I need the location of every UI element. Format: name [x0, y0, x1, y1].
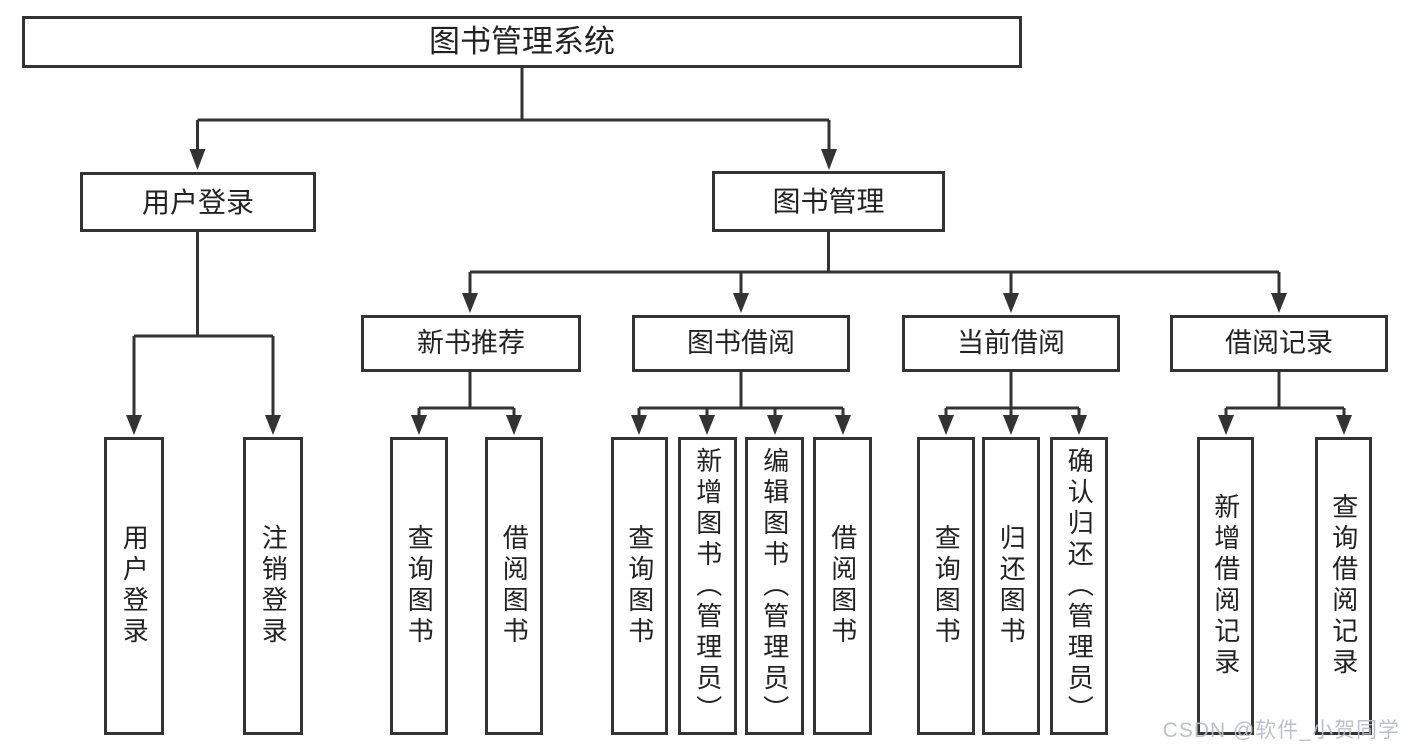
node-leaf-logout: 注销登录 — [243, 437, 303, 735]
node-new-book-recommend: 新书推荐 — [361, 315, 581, 372]
node-rec-borrow-books: 借阅图书 — [485, 437, 543, 735]
node-bb-borrow-books: 借阅图书 — [813, 437, 872, 735]
connector-book-management-to-children — [462, 232, 1287, 313]
node-cb-return-books: 归还图书 — [982, 437, 1040, 735]
connector-borrow-records-to-children — [1218, 372, 1352, 435]
node-bb-add-books: 新增图书（管理员） — [678, 437, 737, 735]
node-cb-confirm-return: 确认归还（管理员） — [1050, 437, 1108, 735]
node-current-borrow: 当前借阅 — [902, 315, 1120, 372]
node-bb-query-books: 查询图书 — [611, 437, 668, 735]
node-cb-query-books: 查询图书 — [917, 437, 975, 735]
node-leaf-user-login: 用户登录 — [104, 437, 164, 735]
node-borrow-records: 借阅记录 — [1170, 315, 1388, 372]
node-rec-query-books: 查询图书 — [390, 437, 448, 735]
watermark: CSDN @软件_小贺同学 — [1162, 719, 1400, 742]
node-user-login: 用户登录 — [80, 172, 316, 232]
node-system: 图书管理系统 — [22, 16, 1022, 68]
connector-new-book-recommend-to-children — [411, 372, 522, 435]
connector-current-borrow-to-children — [938, 372, 1087, 435]
node-book-management: 图书管理 — [712, 171, 945, 232]
node-br-query-record: 查询借阅记录 — [1315, 437, 1372, 735]
node-book-borrow: 图书借阅 — [632, 315, 850, 372]
node-bb-edit-books: 编辑图书（管理员） — [745, 437, 804, 735]
connector-system-to-level2 — [189, 68, 837, 170]
connector-user-login-to-children — [126, 232, 281, 435]
node-br-add-record: 新增借阅记录 — [1197, 437, 1254, 735]
connector-book-borrow-to-children — [631, 372, 851, 435]
